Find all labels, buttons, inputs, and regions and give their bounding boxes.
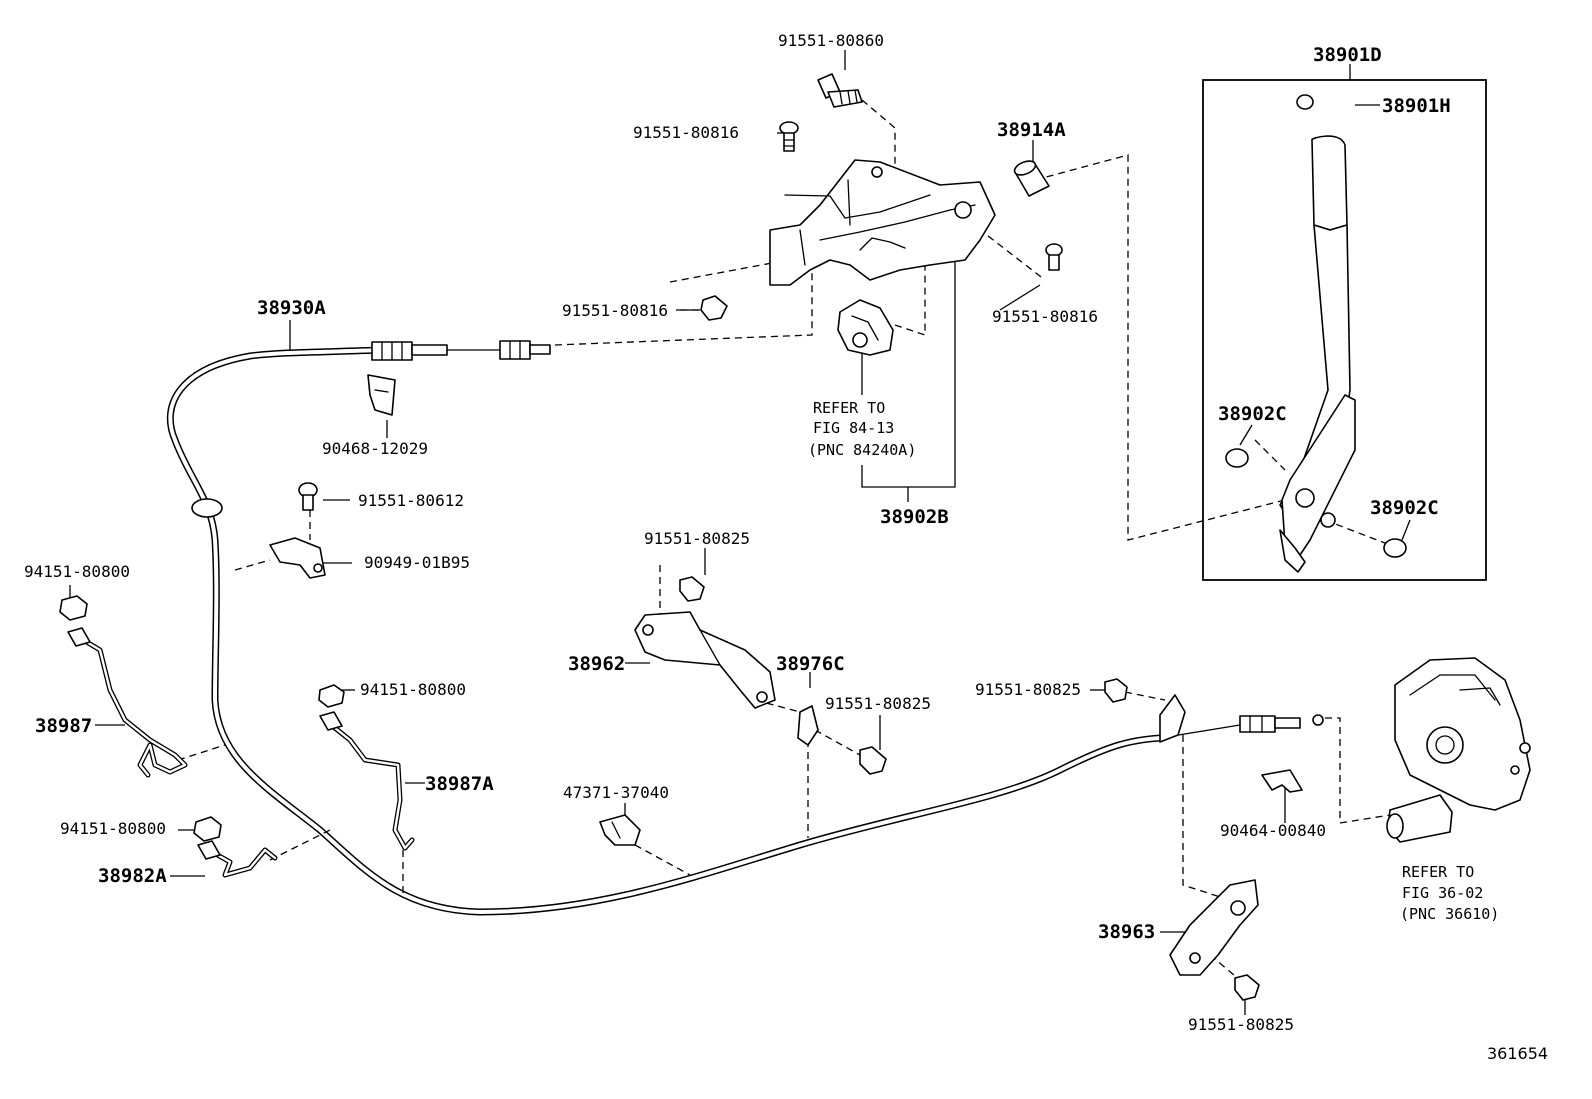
bolt-91551-80816-left (700, 295, 728, 321)
reference-note-36610: REFER TO FIG 36-02 (PNC 36610) (1400, 863, 1499, 923)
wire-bracket-38987a (319, 711, 415, 851)
label-94151-80800-c: 94151-80800 (60, 819, 166, 838)
label-leaders (69, 50, 1411, 1015)
label-91551-80816-right: 91551-80816 (992, 307, 1098, 326)
collar-38914a (1013, 160, 1050, 197)
label-38963: 38963 (1098, 921, 1155, 943)
label-38902c-a: 38902C (1218, 403, 1287, 425)
label-38914a: 38914A (997, 119, 1066, 141)
label-90949-01b95: 90949-01B95 (364, 553, 470, 572)
bracket-38963 (1169, 879, 1259, 976)
bolt-91551-80825-c (1104, 678, 1128, 703)
label-91551-80816-top: 91551-80816 (633, 123, 739, 142)
label-91551-80825-c: 91551-80825 (975, 680, 1081, 699)
lever-assembly-box (1202, 79, 1487, 581)
bracket-38962 (634, 611, 776, 709)
ref2-line3: (PNC 36610) (1400, 905, 1499, 923)
label-91551-80825-b: 91551-80825 (825, 694, 931, 713)
nut-94151-80800-a (59, 595, 88, 621)
wire-bracket-38987 (67, 627, 188, 778)
label-38902c-b: 38902C (1370, 497, 1439, 519)
bolt-91551-80825-b (859, 746, 887, 775)
ref1-line1: REFER TO (813, 399, 885, 417)
label-38962: 38962 (568, 653, 625, 675)
bolt-91551-80825-a (679, 576, 705, 602)
label-91551-80860: 91551-80860 (778, 31, 884, 50)
clip-90464-00840 (1261, 769, 1303, 793)
clip-90468-12029 (367, 374, 396, 416)
label-47371-37040: 47371-37040 (563, 783, 669, 802)
label-90468-12029: 90468-12029 (322, 439, 428, 458)
part-number-labels: 91551-80860 91551-80816 91551-80816 9155… (24, 31, 1451, 1034)
label-94151-80800-b: 94151-80800 (360, 680, 466, 699)
ref1-line3: (PNC 84240A) (808, 441, 916, 459)
label-38930a: 38930A (257, 297, 326, 319)
label-38976c: 38976C (776, 653, 845, 675)
bolt-91551-80612 (298, 482, 318, 511)
bolt-91551-80860 (817, 73, 863, 108)
label-91551-80825-a: 91551-80825 (644, 529, 750, 548)
label-38901h: 38901H (1382, 95, 1451, 117)
clamp-90949-01b95 (269, 537, 326, 579)
bolt-91551-80816-top (779, 121, 799, 152)
label-94151-80800-a: 94151-80800 (24, 562, 130, 581)
ref1-line2: FIG 84-13 (813, 419, 894, 437)
cable-bracket-rear (1159, 694, 1186, 743)
label-90464-00840: 90464-00840 (1220, 821, 1326, 840)
clip-38976c (797, 705, 819, 746)
label-91551-80816-left: 91551-80816 (562, 301, 668, 320)
nut-94151-80800-b (318, 684, 345, 708)
bolt-91551-80816-right (1045, 243, 1063, 271)
brake-cable-38930a (166, 340, 1324, 916)
ref2-line2: FIG 36-02 (1402, 884, 1483, 902)
switch-84240a (837, 299, 894, 356)
parking-brake-lever-bracket (769, 159, 996, 286)
reference-note-84240a: REFER TO FIG 84-13 (PNC 84240A) (808, 399, 916, 459)
figure-number: 361654 (1487, 1044, 1548, 1063)
label-91551-80825-d: 91551-80825 (1188, 1015, 1294, 1034)
label-38982a: 38982A (98, 865, 167, 887)
ref2-line1: REFER TO (1402, 863, 1474, 881)
label-91551-80612: 91551-80612 (358, 491, 464, 510)
label-38987: 38987 (35, 715, 92, 737)
label-38902b: 38902B (880, 506, 949, 528)
label-38901d: 38901D (1313, 44, 1382, 66)
lever-38901d (1202, 79, 1487, 581)
nut-94151-80800-c (193, 816, 222, 842)
bolt-91551-80825-d (1234, 974, 1260, 1001)
wire-bracket-38982a (197, 840, 278, 878)
clip-47371-37040 (599, 814, 641, 846)
label-38987a: 38987A (425, 773, 494, 795)
rear-brake-assembly (1386, 657, 1531, 843)
